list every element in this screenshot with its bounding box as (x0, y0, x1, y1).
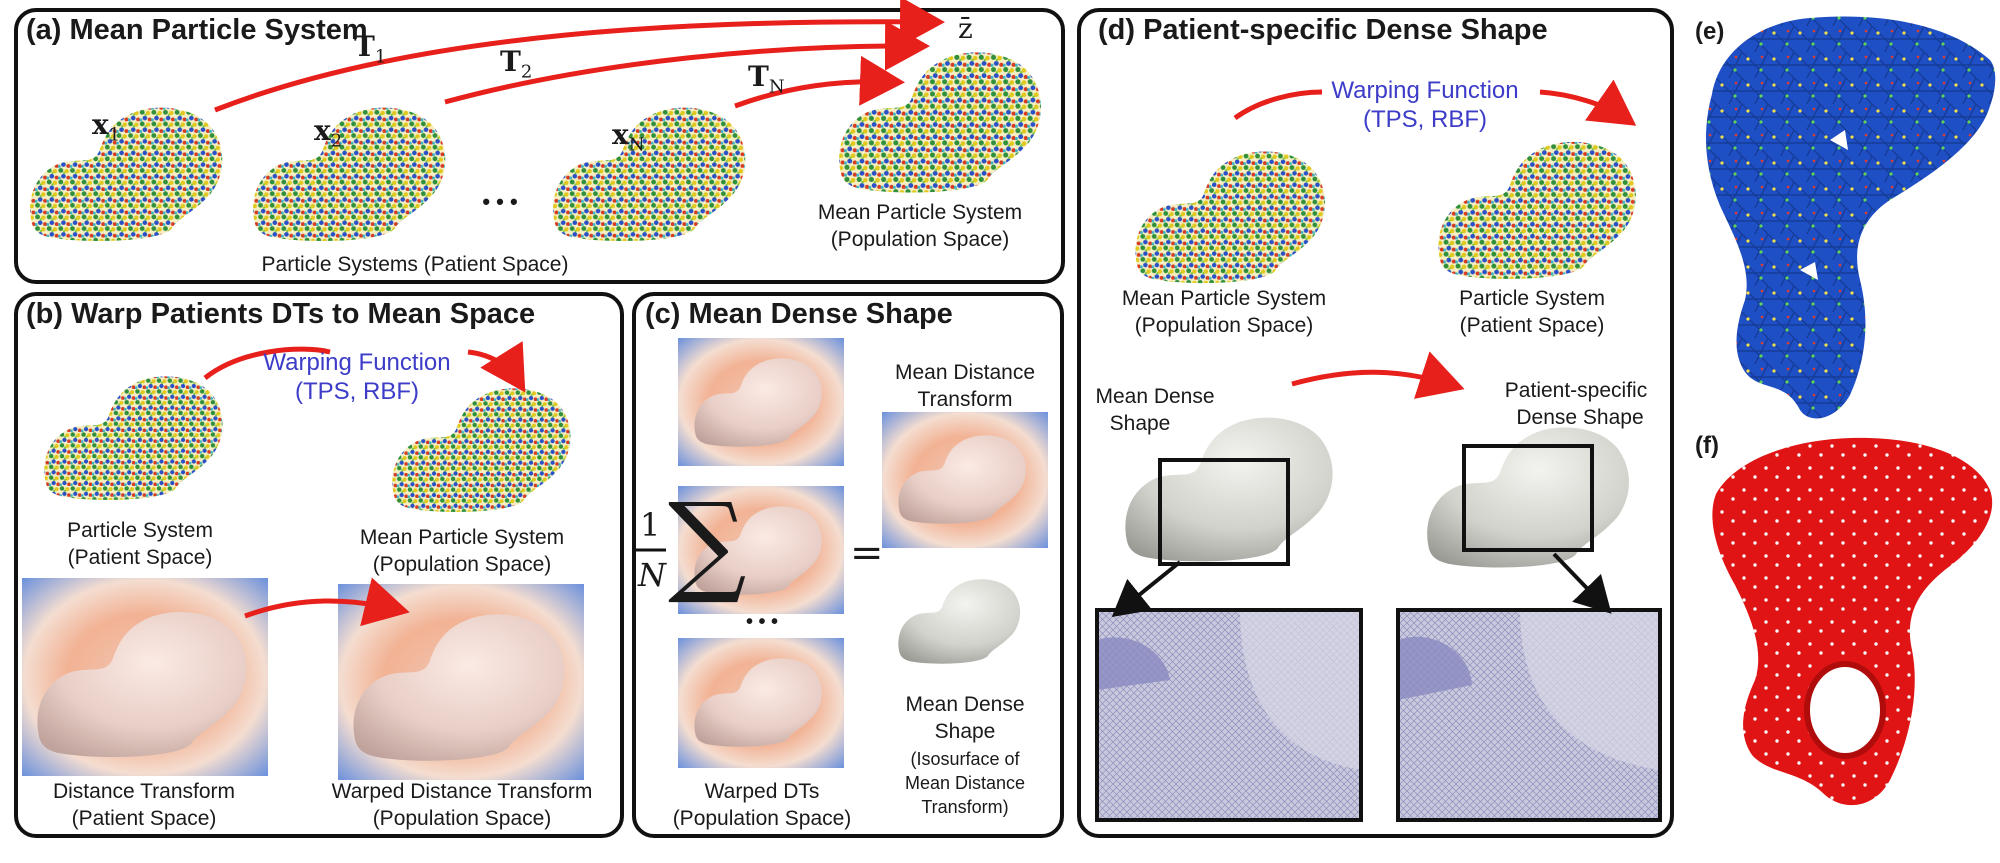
panel-d-title: (d) Patient-specific Dense Shape (1098, 14, 1548, 46)
panel-d (1077, 8, 1674, 838)
ps-d-2: (Patient Space) (1459, 314, 1605, 337)
iso-c-3: Transform) (921, 797, 1009, 817)
panel-f-label: (f) (1695, 432, 1719, 459)
panel-c (632, 292, 1064, 838)
iso-c-2: Mean Distance (904, 773, 1026, 793)
patient-space-caption: Particle Systems (Patient Space) (261, 253, 569, 276)
wdts-c-1: Warped DTs (704, 780, 820, 803)
warp-function-b-1: Warping Function (263, 349, 451, 376)
wdts-c-2: (Population Space) (672, 807, 852, 830)
label-x1: x1 (92, 108, 121, 146)
zoom-line-left (1111, 560, 1182, 618)
label-t1: T1 (354, 30, 387, 68)
zoom-box-left (1158, 458, 1290, 566)
arrow-dt-b (244, 577, 410, 627)
arrow-t2 (444, 20, 930, 105)
label-x2: x2 (314, 114, 343, 152)
frac-num: 1 (640, 506, 661, 544)
mean-ps-caption-1: Mean Particle System (817, 201, 1023, 224)
zoom-line-right (1552, 552, 1612, 614)
panel-c-title: (c) Mean Dense Shape (645, 298, 953, 330)
arrow-warp-d (1233, 89, 1323, 121)
dt-b-1: Distance Transform (52, 780, 236, 803)
iso-c-1: (Isosurface of (910, 749, 1020, 769)
panel-b (14, 292, 624, 838)
equals: = (850, 530, 884, 576)
wdt-b-2: (Population Space) (372, 807, 552, 830)
label-tn: TN (748, 60, 785, 98)
mds-d-2: Shape (1109, 412, 1171, 435)
arrow-warp-b (203, 346, 331, 380)
mps-b-1: Mean Particle System (359, 526, 565, 549)
label-zbar: z̄ (958, 12, 973, 45)
ellipsis-c: • • • (745, 611, 779, 633)
mds-c-2: Shape (934, 720, 996, 743)
frac-den: N (638, 556, 666, 594)
mdt-c-1: Mean Distance (894, 361, 1036, 384)
arrow-dense-d (1291, 351, 1465, 399)
ellipsis-a: • • • (482, 189, 518, 214)
mean-ps-caption-2: (Population Space) (830, 228, 1010, 251)
warp-function-d-2: (TPS, RBF) (1363, 106, 1487, 133)
label-xn: xN (612, 118, 645, 156)
pelvis-red-dots (1712, 437, 1993, 806)
zoom-box-right (1462, 444, 1594, 552)
pds-d-2: Dense Shape (1516, 406, 1644, 429)
ps-d-1: Particle System (1459, 287, 1605, 310)
zoom-frame-left (1095, 608, 1363, 822)
label-t2: T2 (500, 45, 533, 83)
warp-function-d-1: Warping Function (1331, 77, 1519, 104)
mps-d-2: (Population Space) (1134, 314, 1314, 337)
ps-b-1: Particle System (67, 519, 213, 542)
arrow-tn (734, 55, 905, 109)
panel-b-title: (b) Warp Patients DTs to Mean Space (26, 298, 536, 330)
mds-d-1: Mean Dense (1095, 385, 1215, 408)
dt-b-2: (Patient Space) (71, 807, 217, 830)
pelvis-blue-mesh (1706, 16, 1996, 419)
arrow-t1 (214, 0, 945, 113)
panel-a-title: (a) Mean Particle System (26, 14, 368, 46)
wdt-b-1: Warped Distance Transform (331, 780, 593, 803)
mps-b-2: (Population Space) (372, 553, 552, 576)
panel-a (14, 8, 1065, 284)
panel-e-label: (e) (1695, 18, 1725, 45)
sigma: ∑ (668, 479, 747, 607)
mdt-c-2: Transform (917, 388, 1013, 411)
pds-d-1: Patient-specific (1504, 379, 1648, 402)
mds-c-1: Mean Dense (905, 693, 1025, 716)
zoom-frame-right (1396, 608, 1662, 822)
ps-b-2: (Patient Space) (67, 546, 213, 569)
warp-function-b-2: (TPS, RBF) (295, 378, 419, 405)
mps-d-1: Mean Particle System (1121, 287, 1327, 310)
